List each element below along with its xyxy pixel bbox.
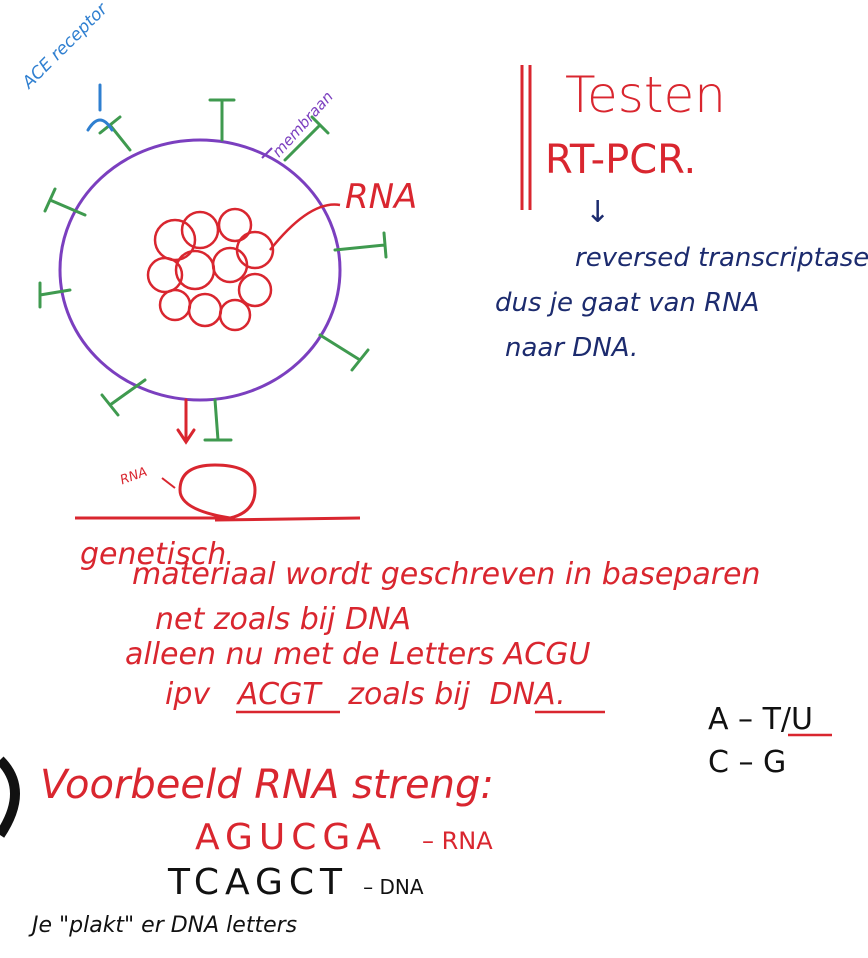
testing-line-1: reversed transcriptase [575, 243, 868, 273]
dna-sequence: TCAGCT [168, 862, 349, 903]
dna-text: DNA. [489, 677, 566, 712]
explanation-line-4: ipv ACGT zoals bij DNA. [165, 680, 566, 710]
testing-line-2: dus je gaat van RNA [495, 288, 760, 318]
testing-line-3: naar DNA. [505, 333, 639, 363]
rna-tag: – RNA [422, 827, 493, 855]
pair-row-1: A – T/U [708, 702, 813, 737]
rna-strand-line [75, 463, 361, 522]
testing-arrow: ↓ [585, 195, 611, 230]
ace-receptor-shape [86, 83, 114, 132]
virus-rna-label: RNA [345, 177, 418, 217]
acgt-text: ACGT [237, 677, 321, 712]
rna-sequence: AGUCGA [195, 817, 387, 858]
spike-proteins [38, 98, 388, 442]
zoals-bij-text: zoals bij [348, 677, 470, 712]
explanation-line-1b: materiaal wordt geschreven in baseparen [132, 557, 761, 592]
red-down-arrow [176, 398, 196, 445]
edge-circle [0, 756, 20, 838]
explanation-line-1a: genetisch [80, 537, 227, 572]
separator-bar [520, 65, 532, 210]
testing-title: Testen [565, 66, 726, 124]
example-footer: Je "plakt" er DNA letters [32, 913, 298, 938]
membrane-circle [58, 138, 342, 402]
explanation-line-2: net zoals bij DNA [155, 602, 412, 637]
example-dna-row: TCAGCT – DNA [168, 865, 424, 901]
strand-label-pointer [161, 477, 176, 489]
dna-tag: – DNA [363, 875, 424, 899]
ipv-text: ipv [165, 677, 211, 712]
example-heading: Voorbeeld RNA streng: [40, 762, 494, 808]
explanation-line-3: alleen nu met de Letters ACGU [125, 637, 591, 672]
rna-coil [146, 203, 341, 332]
example-rna-row: AGUCGA – RNA [195, 820, 493, 856]
membrane-pointer [261, 147, 273, 159]
testing-method: RT-PCR. [545, 137, 697, 183]
pair-row-2: C – G [708, 745, 787, 780]
